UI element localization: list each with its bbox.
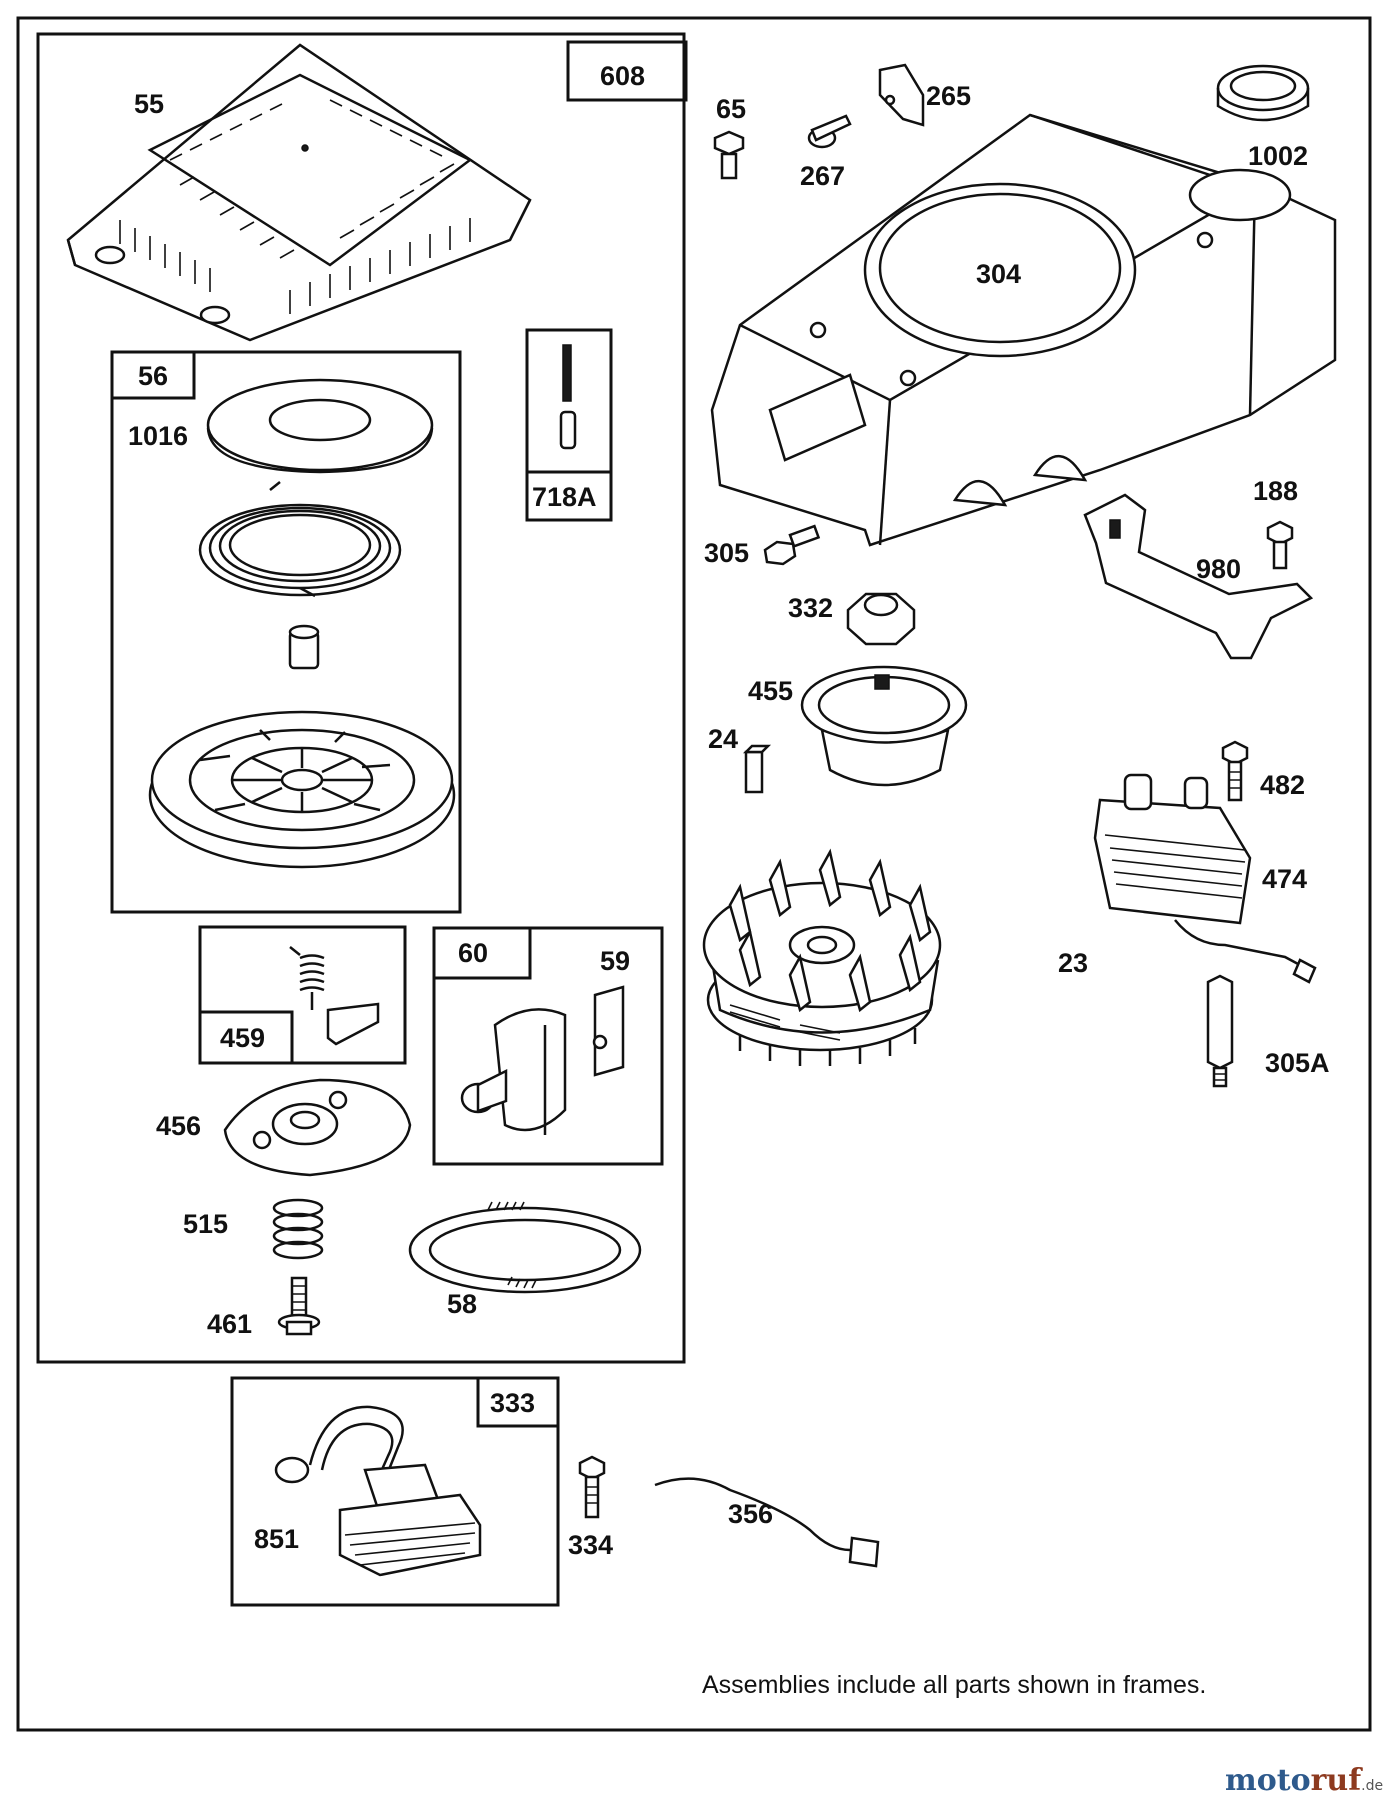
tag-box-333 [476, 1376, 560, 1428]
label-718a: 718A [532, 482, 597, 512]
frame-56 [110, 350, 462, 914]
outer-border [16, 16, 1372, 1732]
part-23-flywheel [702, 848, 942, 1066]
tag-box-608 [566, 40, 688, 102]
label-851: 851 [254, 1524, 299, 1554]
label-265: 265 [926, 81, 971, 111]
label-60: 60 [458, 938, 488, 968]
part-455-cup [800, 665, 968, 787]
label-461: 461 [207, 1309, 252, 1339]
label-55: 55 [134, 89, 164, 119]
part-456-starter-cup [223, 1078, 412, 1177]
frame-718a [525, 328, 613, 522]
label-482: 482 [1260, 770, 1305, 800]
part-24-key [742, 744, 772, 794]
frame-459 [198, 925, 407, 1065]
tag-box-60 [432, 926, 532, 980]
frame-60 [432, 926, 664, 1166]
starter-pulley [148, 710, 456, 869]
label-58: 58 [447, 1289, 477, 1319]
label-267: 267 [800, 161, 845, 191]
part-332-nut [846, 592, 916, 646]
part-304-blower-housing [710, 113, 1337, 547]
label-305: 305 [704, 538, 749, 568]
label-59: 59 [600, 946, 630, 976]
part-305a-spacer [1206, 974, 1234, 1088]
label-56: 56 [138, 361, 168, 391]
part-58-rope [408, 1201, 642, 1294]
handle-insert [592, 985, 625, 1077]
rewind-spring [198, 481, 402, 598]
part-356-wire [654, 1477, 880, 1568]
tag-box-459 [198, 1010, 294, 1065]
label-332: 332 [788, 593, 833, 623]
label-515: 515 [183, 1209, 228, 1239]
label-305a: 305A [1265, 1048, 1330, 1078]
part-980-bracket [1083, 493, 1314, 660]
label-333: 333 [490, 1388, 535, 1418]
part-65-bolt [713, 130, 745, 180]
ignition-coil [274, 1405, 482, 1577]
part-334-bolt [578, 1455, 606, 1519]
label-608: 608 [600, 61, 645, 91]
label-188: 188 [1253, 476, 1298, 506]
spacer-cylinder [288, 624, 320, 670]
tag-box-56 [110, 350, 196, 400]
part-305-bolt [763, 524, 821, 566]
label-1016: 1016 [128, 421, 188, 451]
label-356: 356 [728, 1499, 773, 1529]
label-459: 459 [220, 1023, 265, 1053]
pawl [326, 1002, 380, 1046]
part-1016-washer [206, 378, 434, 474]
part-188-bolt [1266, 520, 1294, 570]
label-24: 24 [708, 724, 738, 754]
label-23: 23 [1058, 948, 1088, 978]
frame-608 [36, 32, 686, 1364]
pawl-spring [289, 946, 325, 1010]
starter-handle [460, 1008, 567, 1135]
part-55-starter-cover [66, 43, 532, 342]
label-980: 980 [1196, 554, 1241, 584]
watermark: motoruf.de [1225, 1763, 1383, 1798]
label-65: 65 [716, 94, 746, 124]
part-1002-grommet [1216, 64, 1310, 122]
label-334: 334 [568, 1530, 613, 1560]
label-455: 455 [748, 676, 793, 706]
footnote: Assemblies include all parts shown in fr… [702, 1671, 1206, 1699]
pin-parts [559, 344, 577, 450]
part-265-clip [878, 63, 925, 127]
part-515-spring [272, 1198, 324, 1260]
part-474-armature [1093, 773, 1317, 984]
part-482-bolt [1221, 740, 1249, 802]
label-456: 456 [156, 1111, 201, 1141]
label-1002: 1002 [1248, 141, 1308, 171]
frame-333 [230, 1376, 560, 1607]
label-304: 304 [976, 259, 1021, 289]
part-267-screw [807, 114, 852, 149]
label-474: 474 [1262, 864, 1307, 894]
part-461-screw [277, 1276, 321, 1336]
